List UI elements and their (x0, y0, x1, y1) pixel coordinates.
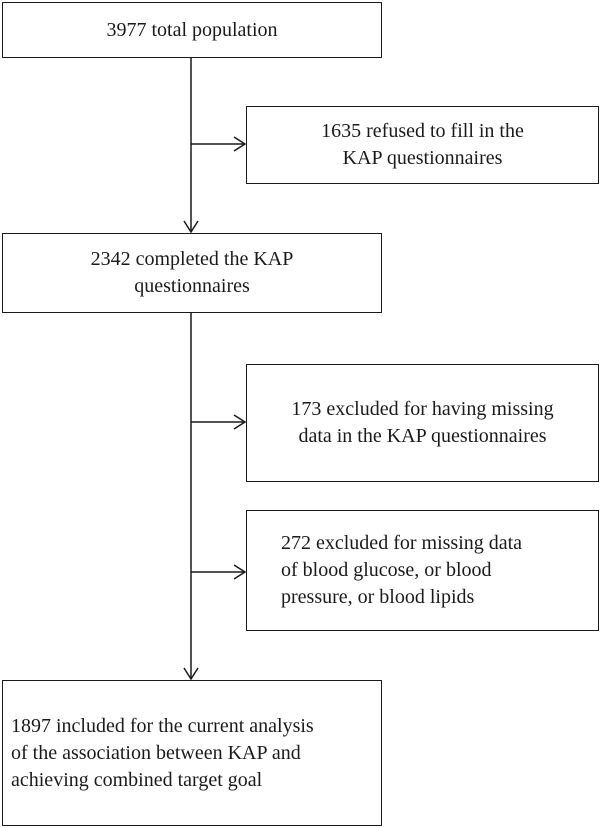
arrowhead-to-refused (233, 136, 247, 152)
arrowhead-to-excluded-clinical (233, 564, 247, 580)
completed-text-line-2: questionnaires (134, 275, 250, 297)
excluded-clinical-text-line-1: 272 excluded for missing data (281, 532, 523, 554)
refused-text-line-2: KAP questionnaires (342, 147, 503, 169)
refused-box: 1635 refused to fill in the KAP question… (246, 106, 599, 184)
total-population-box: 3977 total population (2, 2, 382, 58)
refused-text-line-1: 1635 refused to fill in the (321, 120, 524, 142)
total-population-text: 3977 total population (106, 18, 278, 41)
completed-text-line-1: 2342 completed the KAP (90, 248, 294, 270)
excluded-missing-clinical-box: 272 excluded for missing data of blood g… (246, 510, 599, 631)
excluded-missing-kap-box: 173 excluded for having missing data in … (246, 364, 599, 482)
completed-box: 2342 completed the KAP questionnaires (2, 233, 382, 313)
included-analysis-box: 1897 included for the current analysis o… (2, 680, 382, 826)
arrowhead-to-excluded-missing (233, 414, 247, 430)
included-text-line-1: 1897 included for the current analysis (11, 714, 314, 737)
included-text-line-3: achieving combined target goal (11, 768, 263, 791)
excluded-clinical-text-line-3: pressure, or blood lipids (281, 586, 475, 608)
excluded-clinical-text-line-2: of blood glucose, or blood (281, 559, 492, 581)
included-text-line-2: of the association between KAP and (11, 741, 301, 764)
excluded-missing-kap-text-line-1: 173 excluded for having missing (291, 398, 554, 420)
arrowhead-to-included (183, 667, 199, 681)
arrowhead-to-completed (183, 220, 199, 234)
excluded-missing-kap-text-line-2: data in the KAP questionnaires (298, 425, 547, 447)
